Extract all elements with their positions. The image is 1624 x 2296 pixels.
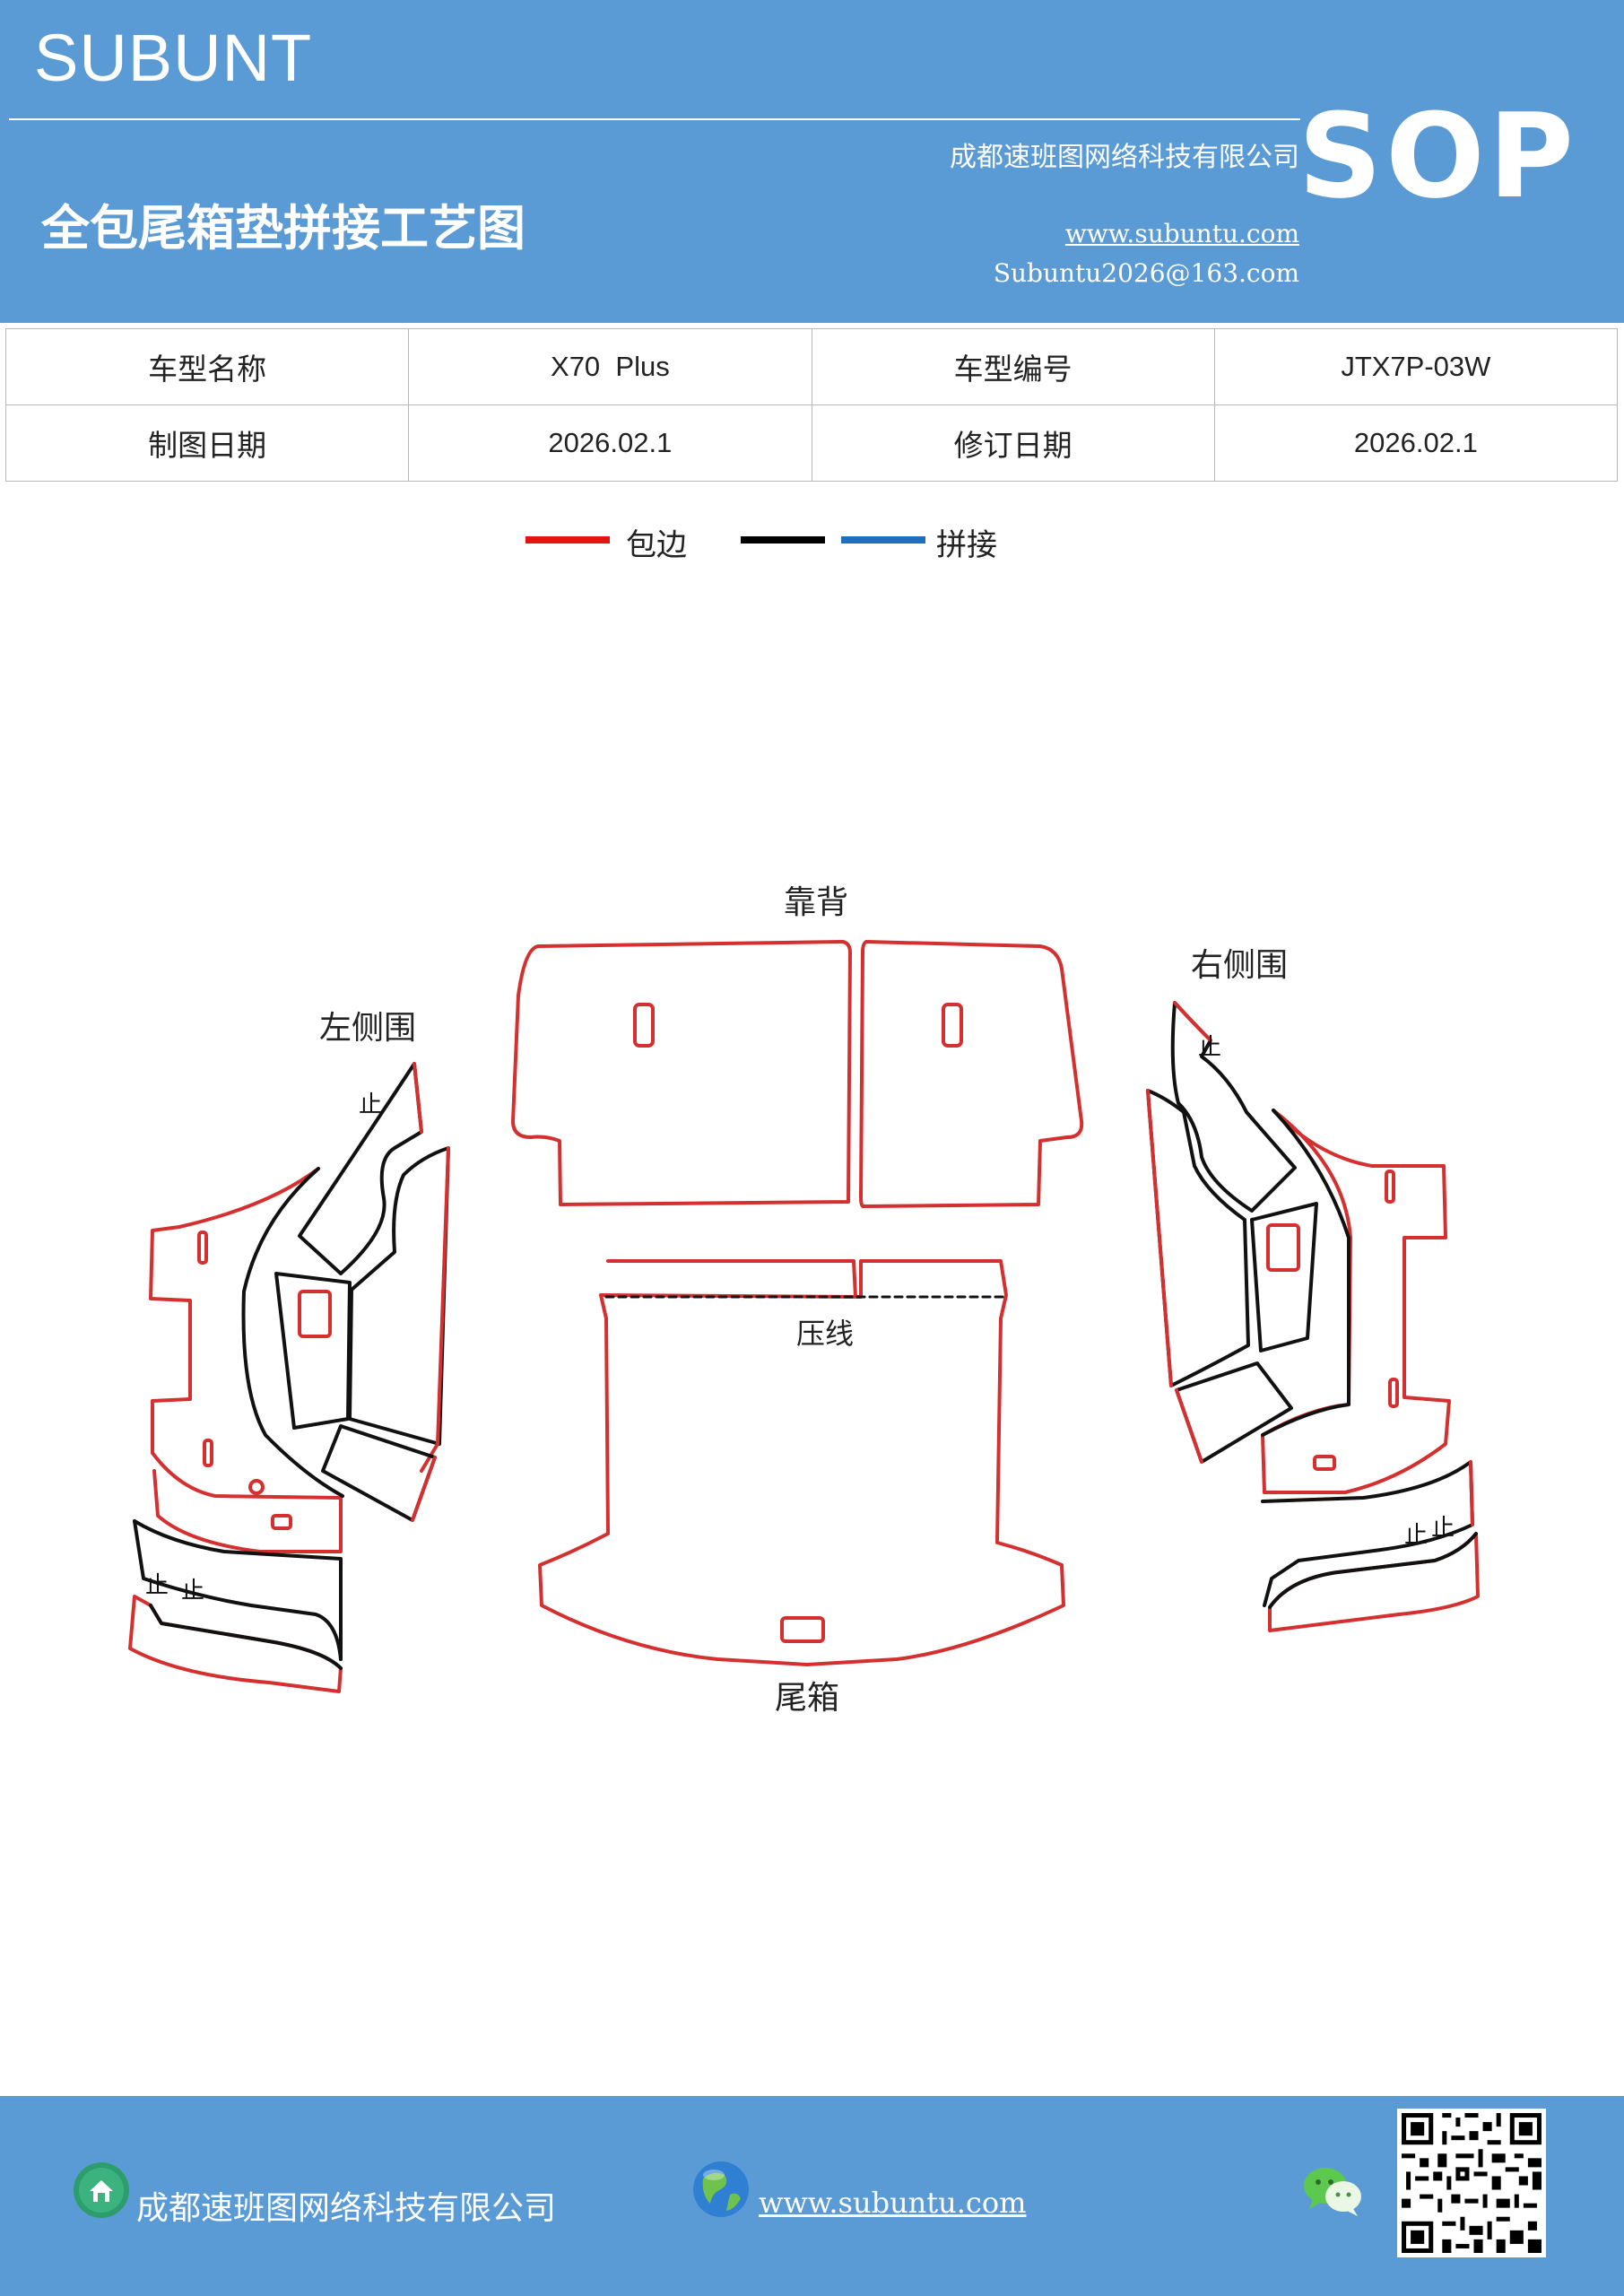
left-side-bottom-seam bbox=[133, 1519, 343, 1661]
backrest-left-panel bbox=[511, 940, 852, 1206]
footer-banner: 成都速班图网络科技有限公司 www.subuntu.com bbox=[0, 2096, 1624, 2296]
left-side-bottom-seam-2 bbox=[133, 1519, 343, 1661]
right-side-label: 右侧围 bbox=[1191, 947, 1288, 984]
footer-company: 成都速班图网络科技有限公司 bbox=[136, 2190, 557, 2227]
left-side-bottom-strip bbox=[128, 1595, 343, 1693]
revise-date-value: 2026.02.1 bbox=[1213, 404, 1619, 482]
legend-edge-label: 包边 bbox=[626, 527, 687, 563]
info-table: 车型名称 X70 Plus 车型编号 JTX7P-03W 制图日期 2026.0… bbox=[4, 328, 1619, 482]
backrest-right-panel bbox=[859, 940, 1084, 1208]
right-side-upper-edge bbox=[1173, 1001, 1212, 1042]
header-rule bbox=[9, 118, 1300, 120]
left-side-hole bbox=[248, 1479, 265, 1495]
model-name-value: X70 Plus bbox=[408, 328, 812, 405]
right-side-outer-edge bbox=[1261, 1109, 1451, 1494]
document-title: 全包尾箱垫拼接工艺图 bbox=[41, 199, 525, 257]
trunk-mat-diagram: 靠背 左侧围 右侧围 压线 尾箱 bbox=[128, 884, 1480, 1717]
wechat-icon bbox=[1304, 2168, 1361, 2216]
right-side-middle-piece bbox=[1146, 1089, 1250, 1387]
stop-mark: 止 bbox=[359, 1091, 382, 1118]
qr-code[interactable] bbox=[1397, 2109, 1546, 2257]
backrest-label: 靠背 bbox=[784, 884, 848, 921]
stop-mark: 止 bbox=[1404, 1522, 1428, 1549]
right-side-small-slot bbox=[1313, 1455, 1336, 1471]
draw-date-value: 2026.02.1 bbox=[408, 404, 812, 482]
building-icon bbox=[74, 2162, 129, 2218]
revise-date-label: 修订日期 bbox=[811, 404, 1215, 482]
left-side-bottom-strip-seam bbox=[149, 1604, 343, 1670]
left-side-small-slot bbox=[197, 1231, 208, 1265]
legend-splice-swatch-black bbox=[741, 536, 825, 544]
right-side-bottom-strip-seam bbox=[1268, 1532, 1478, 1609]
right-side-small-slot bbox=[1388, 1378, 1399, 1408]
stop-mark: 止 bbox=[1431, 1515, 1455, 1542]
trunk-slot bbox=[780, 1616, 825, 1643]
right-side-seam bbox=[1261, 1109, 1350, 1437]
left-side-lower-edge bbox=[411, 1456, 437, 1522]
left-side-small-slot bbox=[271, 1514, 292, 1530]
legend: 包边 拼接 bbox=[0, 520, 1624, 574]
backrest-right-slot bbox=[942, 1003, 963, 1048]
right-side-slot bbox=[1266, 1223, 1300, 1272]
left-side-seam bbox=[241, 1167, 344, 1498]
info-row: 车型名称 X70 Plus 车型编号 JTX7P-03W bbox=[4, 328, 1619, 405]
right-side-lower-edge bbox=[1175, 1388, 1203, 1464]
legend-splice-label: 拼接 bbox=[936, 527, 997, 563]
left-side-small-slot bbox=[203, 1439, 213, 1467]
left-side-label: 左侧围 bbox=[319, 1010, 416, 1047]
header-email: Subuntu2026@163.com bbox=[993, 258, 1299, 288]
right-side-small-slot bbox=[1385, 1170, 1395, 1204]
left-side-outer-edge bbox=[149, 1167, 343, 1553]
brand-name: SUBUNT bbox=[34, 21, 313, 95]
stop-mark: 止 bbox=[181, 1578, 204, 1605]
press-line-label: 压线 bbox=[796, 1317, 854, 1351]
info-row: 制图日期 2026.02.1 修订日期 2026.02.1 bbox=[4, 404, 1619, 482]
left-side-upper-piece bbox=[298, 1062, 423, 1275]
trunk-label: 尾箱 bbox=[775, 1680, 839, 1717]
left-side-slot bbox=[298, 1290, 332, 1338]
header-url-link[interactable]: www.subuntu.com bbox=[1064, 219, 1299, 248]
legend-splice-swatch-blue bbox=[841, 536, 925, 544]
footer-url-link[interactable]: www.subuntu.com bbox=[759, 2186, 1027, 2220]
draw-date-label: 制图日期 bbox=[4, 404, 410, 482]
right-side-middle-edge bbox=[1146, 1089, 1173, 1387]
left-side-middle-edge bbox=[420, 1146, 450, 1473]
right-side-lower-piece bbox=[1175, 1361, 1293, 1464]
header-banner: SUBUNT 成都速班图网络科技有限公司 SOP 全包尾箱垫拼接工艺图 www.… bbox=[0, 0, 1624, 323]
globe-icon bbox=[693, 2161, 749, 2217]
left-side-window-piece bbox=[274, 1272, 352, 1430]
right-side-bottom-edge bbox=[1469, 1460, 1474, 1526]
stop-mark: 止 bbox=[1198, 1034, 1221, 1061]
right-side-upper-piece bbox=[1170, 1001, 1297, 1213]
backrest-left-slot bbox=[633, 1003, 655, 1048]
trunk-floor-panel bbox=[538, 1259, 1065, 1666]
stop-mark: 止 bbox=[145, 1572, 169, 1599]
right-side-window-piece bbox=[1250, 1202, 1318, 1352]
model-code-value: JTX7P-03W bbox=[1213, 328, 1619, 405]
legend-edge-swatch bbox=[525, 536, 610, 544]
left-side-middle-piece bbox=[348, 1146, 450, 1446]
model-name-label: 车型名称 bbox=[4, 328, 410, 405]
model-code-label: 车型编号 bbox=[811, 328, 1215, 405]
left-side-upper-edge bbox=[413, 1062, 423, 1134]
header-company: 成都速班图网络科技有限公司 bbox=[950, 142, 1299, 173]
sop-badge: SOP bbox=[1298, 88, 1577, 224]
